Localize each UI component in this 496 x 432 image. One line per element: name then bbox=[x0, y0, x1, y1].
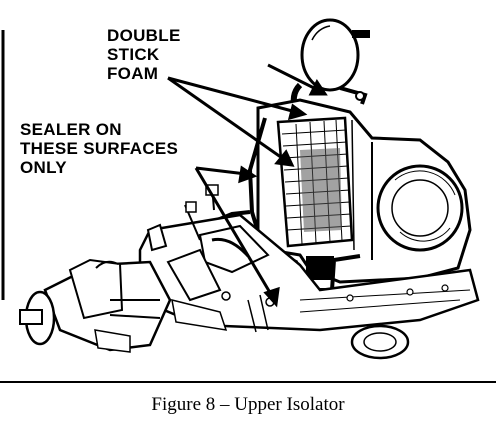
drain-box bbox=[306, 256, 334, 280]
foam-label-line: DOUBLE bbox=[107, 26, 181, 45]
figure-caption: Figure 8 – Upper Isolator bbox=[151, 394, 345, 415]
evaporator-core bbox=[276, 116, 354, 248]
sealer-label-line: SEALER ON bbox=[20, 120, 122, 139]
callout-leaders bbox=[167, 63, 328, 308]
sealer-surfaces-label: SEALER ON THESE SURFACES ONLY bbox=[20, 120, 178, 177]
accumulator-bottle bbox=[290, 18, 370, 113]
caption-divider bbox=[0, 381, 496, 383]
sealer-label-line: THESE SURFACES bbox=[20, 139, 179, 158]
foam-label-line: STICK bbox=[107, 45, 160, 64]
foam-label-line: FOAM bbox=[107, 64, 159, 83]
bottom-duct bbox=[350, 324, 410, 360]
double-stick-foam-label: DOUBLE STICK FOAM bbox=[107, 26, 181, 83]
sealer-label-line: ONLY bbox=[20, 158, 67, 177]
blower-scroll bbox=[376, 164, 464, 252]
left-shaft-assembly bbox=[19, 184, 219, 353]
